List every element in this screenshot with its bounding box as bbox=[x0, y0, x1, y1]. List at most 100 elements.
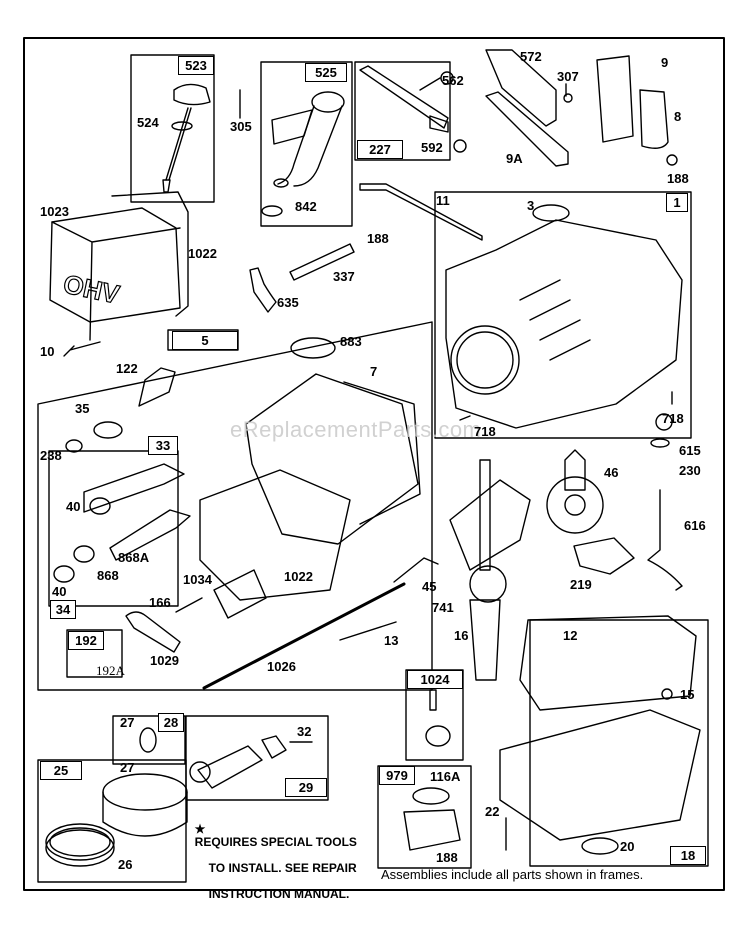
callout-26: 26 bbox=[118, 857, 133, 872]
callout-45: 45 bbox=[422, 579, 437, 594]
callout-868a: 868A bbox=[118, 550, 150, 565]
callout-219: 219 bbox=[570, 577, 592, 592]
piston-part bbox=[45, 773, 188, 867]
callout-592: 592 bbox=[421, 140, 443, 155]
note-line-2: TO INSTALL. SEE REPAIR bbox=[208, 861, 357, 875]
callout-524: 524 bbox=[137, 115, 159, 130]
callout-1029: 1029 bbox=[150, 653, 179, 668]
callout-12: 12 bbox=[563, 628, 578, 643]
callout-1022-head: 1022 bbox=[284, 569, 313, 584]
callout-616: 616 bbox=[684, 518, 706, 533]
callout-13: 13 bbox=[384, 633, 399, 648]
callout-20: 20 bbox=[620, 839, 635, 854]
dipstick-tube-part bbox=[261, 91, 345, 217]
gasket-9 bbox=[596, 55, 669, 149]
ref-28: 28 bbox=[158, 713, 184, 732]
frame-29 bbox=[185, 715, 329, 801]
ref-5: 5 bbox=[172, 331, 238, 350]
ref-1: 1 bbox=[666, 193, 688, 212]
connecting-rod-part bbox=[189, 735, 313, 789]
crankshaft-part bbox=[449, 459, 531, 681]
callout-337: 337 bbox=[333, 269, 355, 284]
callout-40-a: 40 bbox=[66, 499, 81, 514]
frame-979 bbox=[377, 765, 472, 869]
bolt-10 bbox=[63, 341, 101, 357]
ref-34: 34 bbox=[50, 600, 76, 619]
ref-979: 979 bbox=[379, 766, 415, 785]
cylinder-head-part bbox=[245, 337, 421, 545]
ref-1024: 1024 bbox=[407, 670, 463, 689]
head-gasket bbox=[199, 469, 351, 601]
note-line-3: INSTRUCTION MANUAL. bbox=[208, 887, 350, 901]
callout-27-lower: 27 bbox=[120, 760, 135, 775]
callout-307: 307 bbox=[557, 69, 579, 84]
ref-525: 525 bbox=[305, 63, 347, 82]
callout-11: 11 bbox=[436, 193, 450, 208]
callout-1022-cover: 1022 bbox=[188, 246, 217, 261]
gasket-572 bbox=[485, 49, 569, 167]
callout-188-top: 188 bbox=[667, 171, 689, 186]
callout-22: 22 bbox=[485, 804, 500, 819]
callout-3: 3 bbox=[527, 198, 535, 213]
callout-868: 868 bbox=[97, 568, 119, 583]
ref-192: 192 bbox=[68, 631, 104, 650]
frame-27 bbox=[112, 715, 186, 765]
callout-1023: 1023 bbox=[40, 204, 69, 219]
callout-230: 230 bbox=[679, 463, 701, 478]
callout-238: 238 bbox=[40, 448, 62, 463]
ref-33: 33 bbox=[148, 436, 178, 455]
valve-cover-part bbox=[49, 191, 189, 341]
tube-11 bbox=[359, 183, 483, 241]
special-tools-note: ★ REQUIRES SPECIAL TOOLS TO INSTALL. SEE… bbox=[188, 810, 357, 901]
dipstick-part bbox=[162, 83, 211, 193]
callout-842: 842 bbox=[295, 199, 317, 214]
push-rod bbox=[202, 582, 406, 690]
callout-166: 166 bbox=[149, 595, 171, 610]
frame-525 bbox=[260, 61, 353, 227]
cam-gear bbox=[546, 476, 604, 534]
callout-16: 16 bbox=[454, 628, 469, 643]
ref-18: 18 bbox=[670, 846, 706, 865]
callout-188-mid: 188 bbox=[367, 231, 389, 246]
callout-116a: 116A bbox=[430, 769, 461, 784]
callout-305: 305 bbox=[230, 119, 252, 134]
ref-227: 227 bbox=[357, 140, 403, 159]
outer-frame bbox=[23, 37, 725, 891]
callout-7: 7 bbox=[370, 364, 378, 379]
sump-part bbox=[499, 615, 701, 855]
frame-523 bbox=[130, 54, 215, 203]
frame-18 bbox=[529, 619, 709, 867]
callout-741: 741 bbox=[432, 600, 454, 615]
callout-15: 15 bbox=[680, 687, 695, 702]
callout-32: 32 bbox=[297, 724, 312, 739]
callout-40-b: 40 bbox=[52, 584, 67, 599]
frame-192 bbox=[66, 629, 123, 678]
frame-25 bbox=[37, 759, 187, 883]
callout-188-bottom: 188 bbox=[436, 850, 458, 865]
cylinder-block-part bbox=[445, 204, 683, 429]
callout-27-top: 27 bbox=[120, 715, 135, 730]
callout-192a: 192A bbox=[96, 663, 125, 678]
callout-8: 8 bbox=[674, 109, 682, 124]
callout-635: 635 bbox=[277, 295, 299, 310]
ref-29: 29 bbox=[285, 778, 327, 797]
frame-227 bbox=[354, 61, 451, 161]
callout-615: 615 bbox=[679, 443, 701, 458]
bracket-part bbox=[359, 65, 467, 153]
callout-718-right: 718 bbox=[662, 411, 684, 426]
watermark: eReplacementParts.com bbox=[230, 417, 482, 442]
frame-1 bbox=[434, 191, 692, 439]
frame-33 bbox=[48, 450, 179, 607]
note-line-1: REQUIRES SPECIAL TOOLS bbox=[194, 835, 357, 849]
callout-46: 46 bbox=[604, 465, 619, 480]
callout-718-left: 718 bbox=[474, 424, 496, 439]
callout-1034: 1034 bbox=[183, 572, 212, 587]
callout-572: 572 bbox=[520, 49, 542, 64]
callout-9: 9 bbox=[661, 55, 669, 70]
note-star: ★ bbox=[194, 822, 206, 836]
ref-25: 25 bbox=[40, 761, 82, 780]
spark-plug bbox=[289, 243, 355, 281]
callout-122: 122 bbox=[116, 361, 138, 376]
assemblies-footer: Assemblies include all parts shown in fr… bbox=[381, 867, 644, 882]
